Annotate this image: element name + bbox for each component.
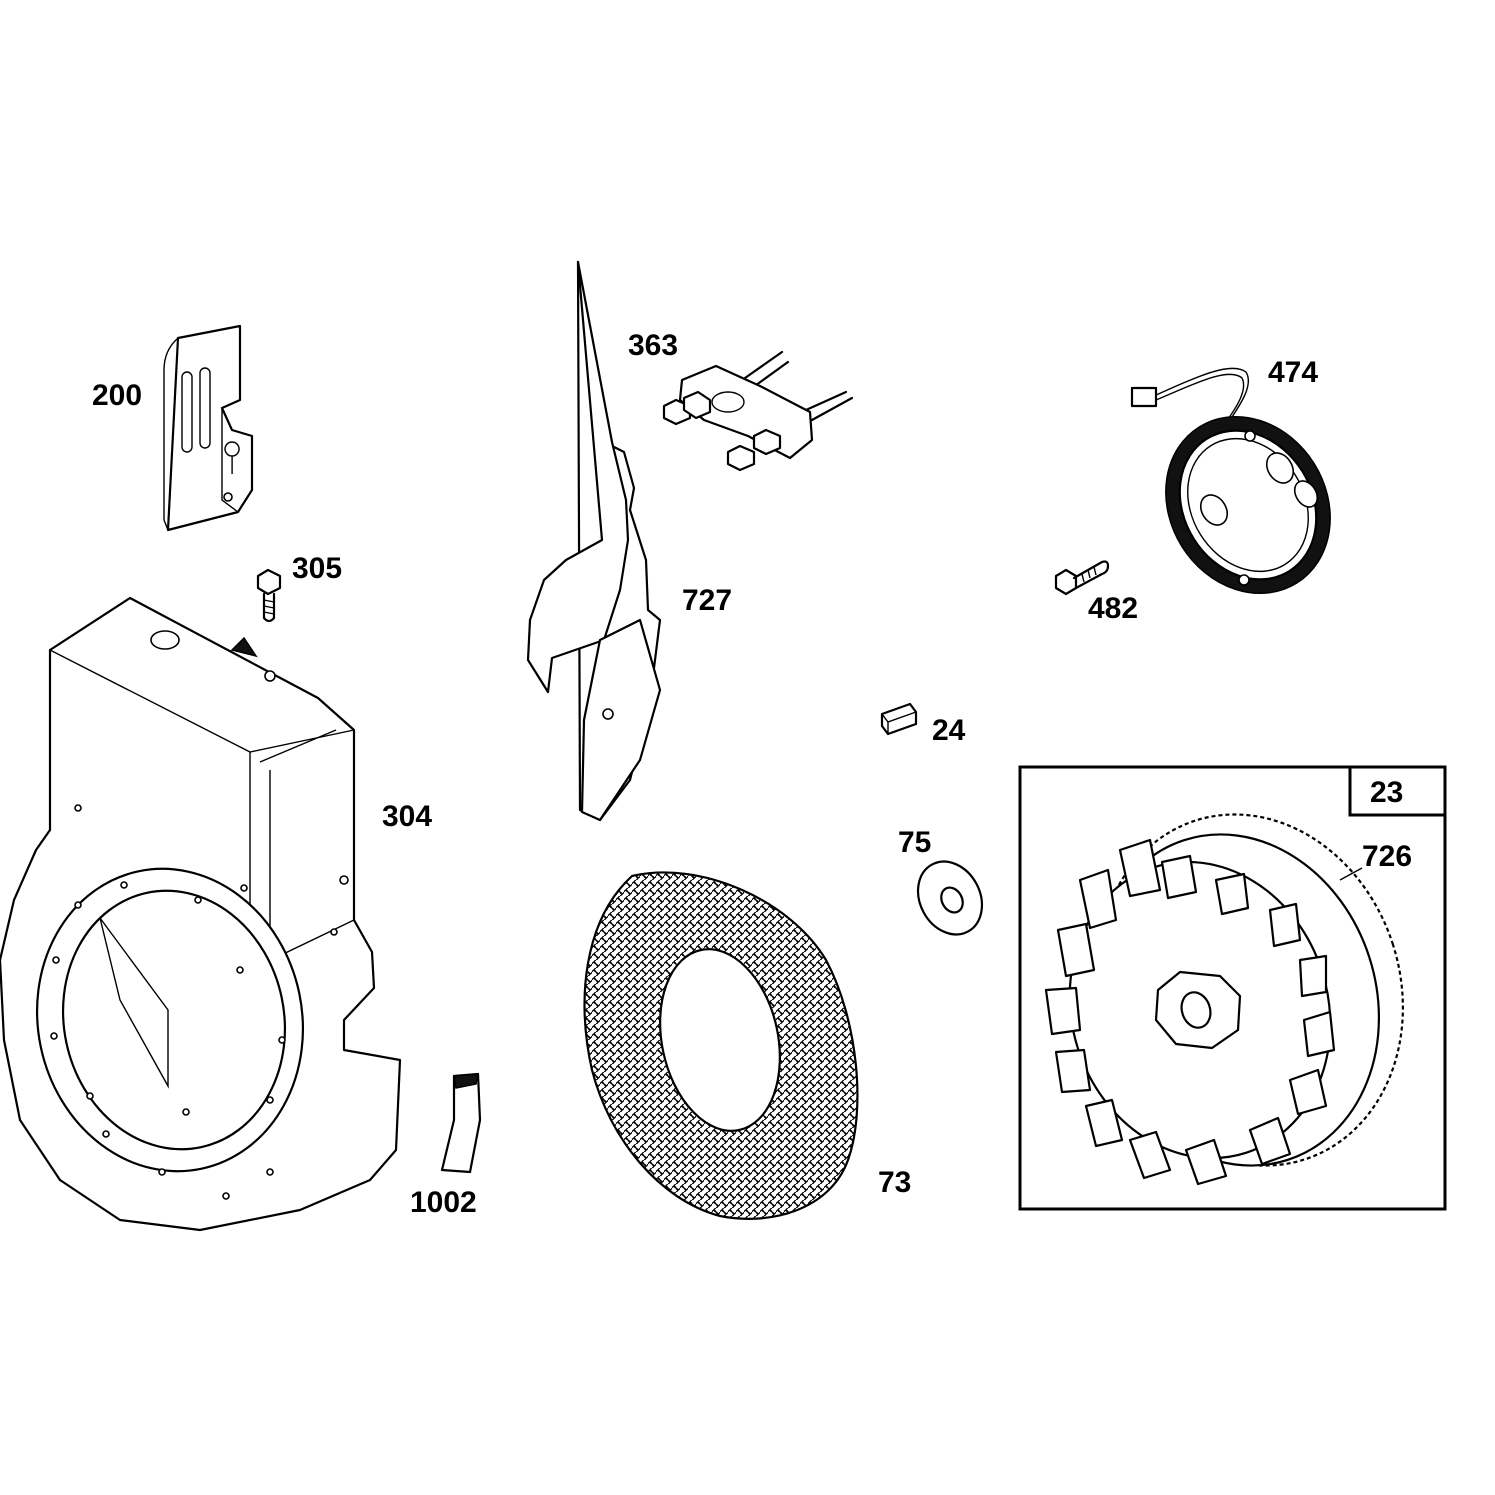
callout-363: 363 — [628, 329, 678, 362]
kit-23-box — [1018, 765, 1447, 1211]
part-1002-spacer — [440, 1072, 482, 1174]
callout-24: 24 — [932, 714, 966, 747]
part-75-washer — [916, 860, 984, 936]
callout-304: 304 — [382, 800, 432, 833]
part-305-screw — [256, 568, 282, 623]
part-482-screw — [1054, 560, 1110, 596]
callout-726: 726 — [1362, 840, 1412, 873]
callout-305: 305 — [292, 552, 342, 585]
callout-200: 200 — [92, 379, 142, 412]
part-304-blower-housing — [0, 596, 402, 1232]
part-726-flywheel — [1044, 813, 1404, 1186]
callout-474: 474 — [1268, 356, 1318, 389]
callout-73: 73 — [878, 1166, 911, 1199]
callout-727: 727 — [682, 584, 732, 617]
callout-482: 482 — [1088, 592, 1138, 625]
part-727-air-guide — [526, 260, 662, 822]
callout-75: 75 — [898, 826, 931, 859]
part-24-key — [880, 702, 918, 736]
callout-23: 23 — [1370, 776, 1403, 809]
part-363-armature-bracket — [662, 350, 854, 472]
part-474-alternator — [1130, 367, 1331, 595]
part-73-screen — [583, 871, 859, 1220]
callout-1002: 1002 — [410, 1186, 477, 1219]
part-200-bracket — [163, 324, 254, 532]
